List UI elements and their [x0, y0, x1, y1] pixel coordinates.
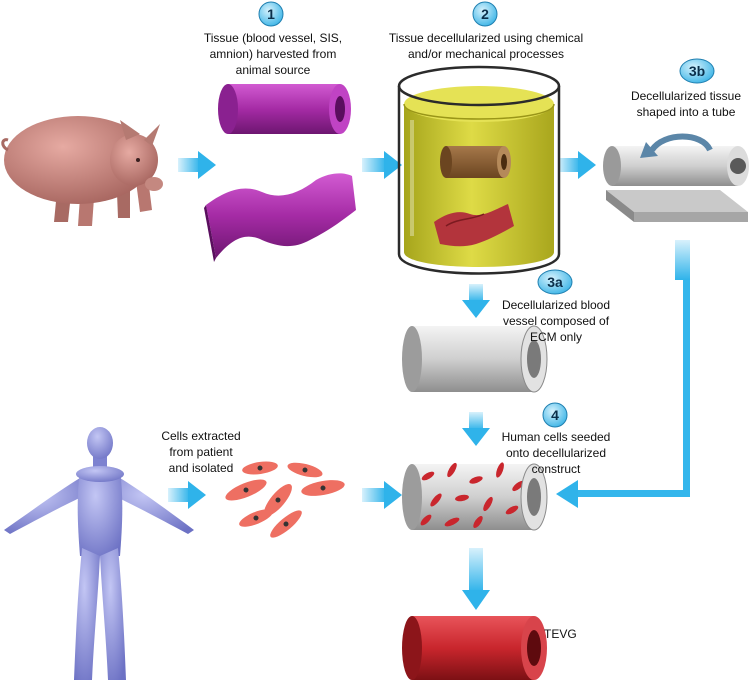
- badge-step-3b-text: 3b: [689, 63, 705, 79]
- cell-seeded-construct: [402, 462, 548, 531]
- arrow-human-to-cells: [168, 481, 206, 509]
- tube-shaping-roller: [603, 133, 749, 222]
- bath-tissue-sheet: [434, 204, 514, 247]
- badge-step-4: 4: [542, 402, 568, 428]
- badge-step-3b: 3b: [679, 58, 715, 84]
- harvested-tissue-sheet: [204, 173, 356, 262]
- step-3a-caption: Decellularized blood vessel composed of …: [501, 298, 611, 344]
- step-4-caption: Human cells seeded onto decellularized c…: [501, 430, 611, 476]
- badge-step-1-text: 1: [267, 6, 275, 22]
- tevg-graft: [402, 616, 547, 680]
- arrow-pig-to-tissue: [178, 151, 216, 179]
- badge-step-2: 2: [472, 1, 498, 27]
- pig-illustration: [1, 116, 163, 226]
- badge-step-1: 1: [258, 1, 284, 27]
- arrow-seeded-to-tevg: [462, 548, 490, 610]
- arrow-ecm-tube-to-seeding: [462, 412, 490, 446]
- isolated-cells: [225, 461, 345, 538]
- arrow-bath-to-roller: [558, 151, 596, 179]
- arrow-cells-to-seeding: [362, 481, 402, 509]
- badge-step-3a: 3a: [537, 269, 573, 295]
- badge-step-3a-text: 3a: [547, 274, 563, 290]
- human-illustration: [4, 427, 194, 680]
- arrow-tissue-to-bath: [362, 151, 402, 179]
- arrow-bath-to-ecm-tube: [462, 284, 490, 318]
- decellularized-ecm-tube: [402, 325, 548, 393]
- decellularization-bath: [397, 65, 561, 275]
- badge-step-2-text: 2: [481, 6, 489, 22]
- bath-tissue-tube: [440, 146, 511, 178]
- step-3b-caption: Decellularized tissue shaped into a tube: [630, 89, 742, 119]
- arrow-roller-to-seeding: [556, 240, 690, 508]
- badge-step-4-text: 4: [551, 407, 559, 423]
- cells-caption: Cells extracted from patient and isolate…: [161, 429, 241, 475]
- step-2-caption: Tissue decellularized using chemical and…: [388, 31, 584, 61]
- tevg-label: TEVG: [544, 627, 577, 641]
- harvested-blood-vessel: [218, 84, 351, 134]
- step-1-caption: Tissue (blood vessel, SIS, amnion) harve…: [203, 31, 343, 77]
